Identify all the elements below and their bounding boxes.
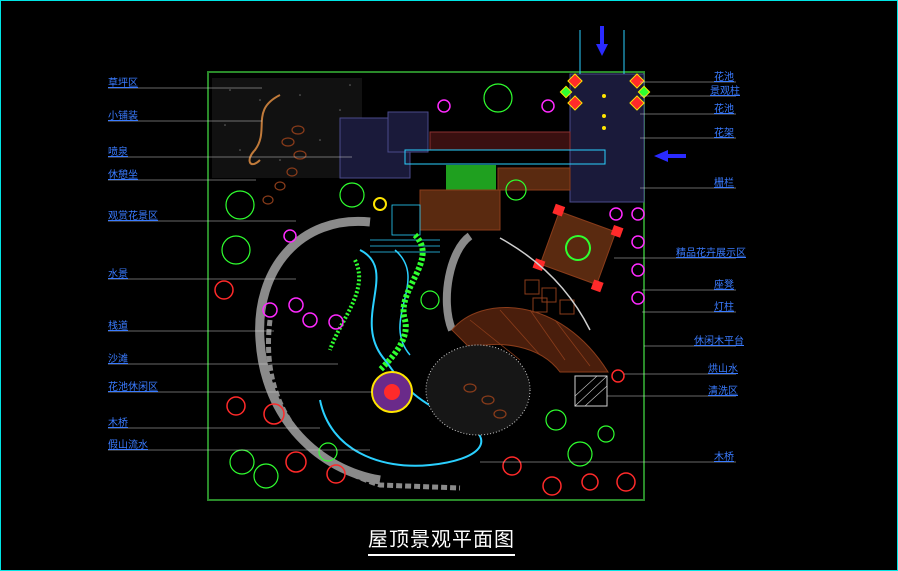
stream-planting-2: [328, 259, 362, 351]
label-wood-bridge: 木桥: [108, 418, 128, 429]
label-wood-platform: 休闲木平台: [694, 336, 744, 347]
label-fence: 栅栏: [714, 178, 734, 189]
paving-block: [569, 73, 645, 203]
label-boardwalk: 栈道: [108, 321, 128, 332]
small-path: [248, 94, 281, 166]
leaders-left: [108, 87, 372, 451]
wash-hatch: [574, 375, 608, 407]
curved-path-inner: [442, 232, 473, 332]
stream-planting: [377, 232, 426, 373]
label-landscape-pillar: 景观柱: [710, 86, 740, 97]
wash-area: [574, 375, 608, 407]
label-flower-pool-2: 花池: [714, 104, 734, 115]
drawing-title: 屋顶景观平面图: [368, 523, 515, 556]
brown-stones: [262, 125, 507, 419]
deck-lines: [469, 309, 591, 367]
label-ornamental-flower: 观赏花景区: [108, 211, 158, 222]
wood-deck-fan: [451, 306, 609, 373]
label-flowerbed-rest: 花池休闲区: [108, 382, 158, 393]
lawn-area: [212, 78, 362, 178]
plants-red: [214, 280, 636, 496]
curved-path-outer: [255, 216, 381, 485]
label-sand-beach: 沙滩: [108, 354, 128, 365]
label-rest-seat: 休憩坐: [108, 170, 138, 181]
label-small-paving: 小铺装: [108, 111, 138, 122]
lamp-posts: [559, 73, 651, 111]
label-flower-pool-1: 花池: [714, 72, 734, 83]
plants-yellow: [373, 94, 606, 211]
water-channel: [404, 149, 606, 165]
entrance-arrow-right: [654, 150, 686, 162]
flower-display-pavilion: [532, 203, 624, 293]
flower-trough: [429, 131, 571, 151]
label-bench: 座凳: [714, 280, 734, 291]
plants-green: [221, 83, 615, 489]
label-wood-bridge-right: 木桥: [714, 452, 734, 463]
leaders-right: [480, 81, 736, 463]
label-flower-display: 精品花卉展示区: [676, 248, 746, 259]
label-hill-water: 烘山水: [708, 364, 738, 375]
label-wash-area: 清洗区: [708, 386, 738, 397]
stairs: [370, 204, 440, 253]
bench-arc: [499, 237, 591, 331]
label-rockery-stream: 假山流水: [108, 440, 148, 451]
label-lamp-post: 灯柱: [714, 302, 734, 313]
paving-step2: [387, 111, 429, 153]
wood-deck-top: [497, 167, 571, 191]
fountain-inner: [384, 384, 400, 400]
wood-deck-mid: [419, 189, 501, 231]
stepping-pavers: [524, 279, 575, 315]
entrance-arrow-top: [596, 26, 608, 56]
lawn-speckle: [224, 84, 351, 161]
label-lawn-area: 草坪区: [108, 78, 138, 89]
sand-beach: [425, 344, 531, 436]
plants-magenta: [262, 99, 645, 330]
label-water-feature: 水景: [108, 269, 128, 280]
site-boundary: [207, 71, 645, 501]
label-fountain: 喷泉: [108, 147, 128, 158]
label-pergola: 花架: [714, 128, 734, 139]
